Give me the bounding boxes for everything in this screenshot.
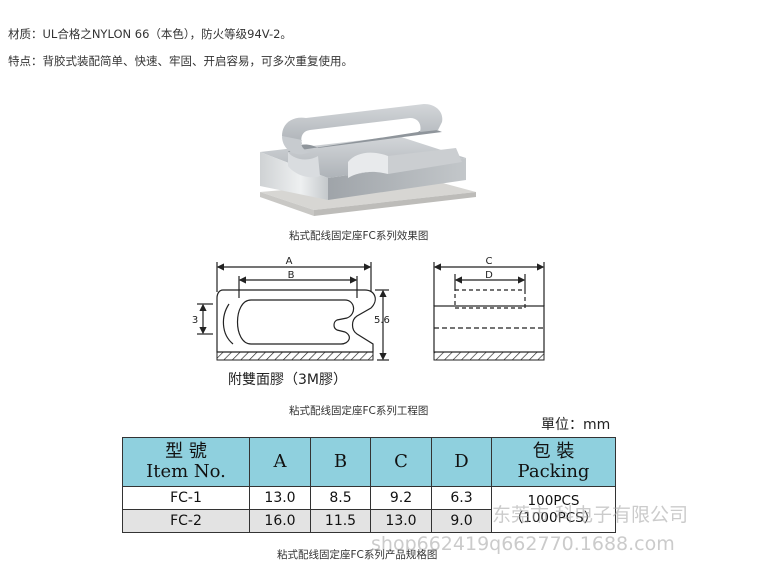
header-model-en: Item No. (146, 461, 226, 482)
material-line: 材质：UL合格之NYLON 66（本色），防火等级94V-2。 (8, 27, 292, 41)
cell-d: 6.3 (431, 486, 492, 510)
header-packing: 包 裝 Packing (491, 437, 616, 487)
packing-bulk: （1000PCS） (509, 509, 598, 526)
cell-item: FC-1 (122, 486, 250, 510)
cell-c: 13.0 (370, 509, 432, 533)
dim-b-label: B (288, 270, 295, 281)
render-caption: 粘式配线固定座FC系列效果图 (289, 230, 429, 242)
features-line: 特点：背胶式装配简单、快速、牢固、开启容易，可多次重复使用。 (8, 54, 353, 68)
table-row: FC-2 16.0 11.5 13.0 9.0 (122, 509, 616, 533)
cell-b: 11.5 (310, 509, 371, 533)
dim-3-label: 3 (192, 315, 198, 326)
cell-a: 13.0 (249, 486, 311, 510)
dim-a-label: A (286, 256, 293, 267)
unit-label: 單位：mm (541, 417, 611, 433)
packing-qty: 100PCS (527, 492, 580, 509)
cell-c: 9.2 (370, 486, 432, 510)
header-b: B (310, 437, 371, 487)
cell-d: 9.0 (431, 509, 492, 533)
header-item-no: 型 號 Item No. (122, 437, 250, 487)
watermark-company: 东莞市 科电子有限公司 (492, 504, 689, 526)
header-a: A (249, 437, 311, 487)
spec-table: 型 號 Item No. A B C D 包 裝 Packing FC-1 13… (122, 437, 616, 533)
product-render (260, 104, 476, 216)
engineering-drawing: A B 3 5.6 C D 附雙面膠（3M膠） (192, 256, 545, 388)
cell-a: 16.0 (249, 509, 311, 533)
header-d: D (431, 437, 492, 487)
drawing-caption: 粘式配线固定座FC系列工程图 (289, 405, 429, 417)
tape-note: 附雙面膠（3M膠） (228, 372, 347, 388)
cell-b: 8.5 (310, 486, 371, 510)
header-packing-en: Packing (517, 461, 590, 482)
dim-d-label: D (485, 270, 493, 281)
header-c: C (370, 437, 432, 487)
cell-item: FC-2 (122, 509, 250, 533)
cell-packing: 100PCS （1000PCS） (491, 486, 616, 533)
watermark-url: shop662419q662770.1688.com (371, 533, 675, 555)
dim-56-label: 5.6 (374, 315, 390, 326)
header-model-cn: 型 號 (165, 441, 207, 462)
header-packing-cn: 包 裝 (532, 441, 575, 462)
table-caption: 粘式配线固定座FC系列产品规格图 (277, 549, 438, 561)
dim-c-label: C (486, 256, 493, 267)
